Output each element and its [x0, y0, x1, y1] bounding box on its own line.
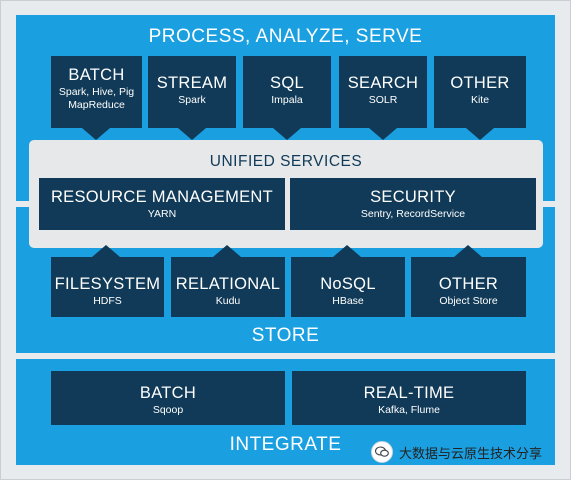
box-subtitle: HBase [332, 295, 364, 307]
box-title: REAL-TIME [363, 384, 455, 402]
box-subtitle: MapReduce [68, 99, 125, 111]
arrow-down-icon [178, 128, 206, 140]
arrow-down-icon [369, 128, 397, 140]
process-box-search: SEARCH SOLR [339, 56, 427, 128]
arrow-down-icon [466, 128, 494, 140]
store-box-nosql: NoSQL HBase [291, 257, 405, 317]
wechat-icon [371, 441, 393, 463]
store-title: STORE [251, 325, 320, 346]
box-subtitle: Object Store [439, 295, 498, 307]
store-box-relational: RELATIONAL Kudu [171, 257, 285, 317]
integrate-box-batch: BATCH Sqoop [51, 371, 285, 425]
integrate-title: INTEGRATE [229, 434, 342, 455]
box-subtitle: Sqoop [152, 404, 184, 416]
box-title: OTHER [438, 275, 499, 293]
box-title: RELATIONAL [175, 275, 281, 293]
watermark: 大数据与云原生技术分享 [371, 441, 542, 463]
box-title: RESOURCE MANAGEMENT [50, 188, 274, 206]
box-subtitle: SOLR [368, 94, 398, 106]
box-subtitle: Kudu [215, 295, 241, 307]
resource-management-box: RESOURCE MANAGEMENT YARN [39, 178, 285, 230]
box-title: SECURITY [370, 188, 456, 206]
process-box-batch: BATCH Spark, Hive, Pig MapReduce [51, 56, 142, 128]
box-title: NoSQL [320, 275, 376, 293]
box-subtitle: Kite [470, 94, 490, 106]
store-box-other: OTHER Object Store [411, 257, 526, 317]
box-title: BATCH [139, 384, 197, 402]
process-box-sql: SQL Impala [243, 56, 331, 128]
unified-title: UNIFIED SERVICES [209, 153, 363, 170]
watermark-text: 大数据与云原生技术分享 [399, 445, 543, 461]
box-subtitle: Impala [271, 94, 303, 106]
box-title: FILESYSTEM [54, 275, 161, 293]
process-title: PROCESS, ANALYZE, SERVE [148, 26, 423, 47]
box-title: STREAM [156, 74, 228, 92]
box-title: SQL [270, 74, 304, 92]
arrow-up-icon [333, 245, 361, 257]
process-box-other: OTHER Kite [434, 56, 526, 128]
security-box: SECURITY Sentry, RecordService [290, 178, 536, 230]
box-title: BATCH [68, 66, 125, 84]
box-title: OTHER [450, 74, 510, 92]
arrow-down-icon [273, 128, 301, 140]
arrow-up-icon [213, 245, 241, 257]
box-subtitle: Spark, Hive, Pig [58, 86, 135, 98]
integrate-box-realtime: REAL-TIME Kafka, Flume [292, 371, 526, 425]
process-box-stream: STREAM Spark [148, 56, 236, 128]
box-subtitle: Kafka, Flume [378, 404, 440, 416]
arrow-up-icon [454, 245, 482, 257]
box-subtitle: Sentry, RecordService [360, 208, 466, 220]
store-box-filesystem: FILESYSTEM HDFS [51, 257, 164, 317]
box-subtitle: YARN [147, 208, 177, 220]
box-subtitle: Spark [178, 94, 206, 106]
box-subtitle: HDFS [93, 295, 122, 307]
box-title: SEARCH [347, 74, 419, 92]
arrow-up-icon [92, 245, 120, 257]
arrow-down-icon [82, 128, 110, 140]
